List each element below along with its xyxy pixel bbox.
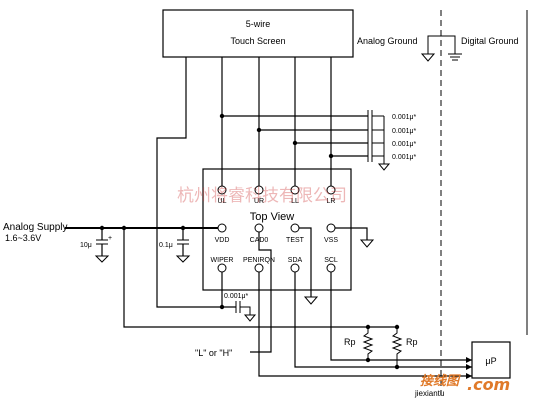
pin-ur-label: UR [254,198,264,205]
digital-ground-label: Digital Ground [461,36,519,46]
supply-rail [65,225,368,328]
pin-sda-label: SDA [288,257,303,264]
chip-top-pins [217,185,336,195]
touch-screen-line1: 5-wire [246,19,271,29]
pin-wiper-label: WIPER [211,257,234,264]
cap-plus: + [108,235,112,242]
chip-bottom-pins [217,263,336,273]
cap-top-2: 0.001μ* [392,128,417,135]
chip-outline [202,168,352,291]
pin-ul-label: UL [218,198,227,205]
watermark-top: 杭州将睿科技有限公司 [177,186,347,206]
pullup-resistors [362,324,403,370]
pin-ll-label: LL [291,198,299,205]
watermark-cn: 接线图 [420,373,461,389]
lh-label: "L" or "H" [195,348,232,358]
digital-ground-symbol [441,35,462,61]
cap-01u-label: 0.1μ [159,242,173,249]
pin-lr-label: LR [327,198,336,205]
pin-scl-label: SCL [324,257,338,264]
cap-10u-label: 10μ [80,242,92,249]
rp1-label: Rp [344,337,356,347]
mcu-label: μP [485,356,496,366]
touch-screen-box [162,9,354,58]
vss-ground [335,227,375,248]
mcu-signal-wires [250,232,472,379]
pin-penirqn-label: PENIRQN [243,257,275,264]
cap-wiper-label: 0.001μ* [224,293,249,300]
analog-ground-label: Analog Ground [357,36,418,46]
pin-vss-label: VSS [324,237,338,244]
rp2-label: Rp [406,337,418,347]
cap-top-4: 0.001μ* [392,154,417,161]
watermark-com: .com [467,375,510,394]
wiper-wire [156,57,257,322]
screen-to-chip-wires [221,57,332,188]
watermark-url: jiexiantu [414,389,444,398]
pin-vdd-label: VDD [215,237,230,244]
chip-title: Top View [250,211,294,223]
supply-range: 1.6~3.6V [5,233,41,243]
top-capacitor-network [219,110,391,171]
supply-label: Analog Supply [3,222,68,233]
pin-test-label: TEST [286,237,305,244]
cap-top-3: 0.001μ* [392,141,417,148]
chip-mid-pins [217,223,336,233]
analog-ground-symbol [420,35,441,62]
cap-top-1: 0.001μ* [392,114,417,121]
touch-screen-line2: Touch Screen [230,36,285,46]
test-ground [299,227,319,305]
